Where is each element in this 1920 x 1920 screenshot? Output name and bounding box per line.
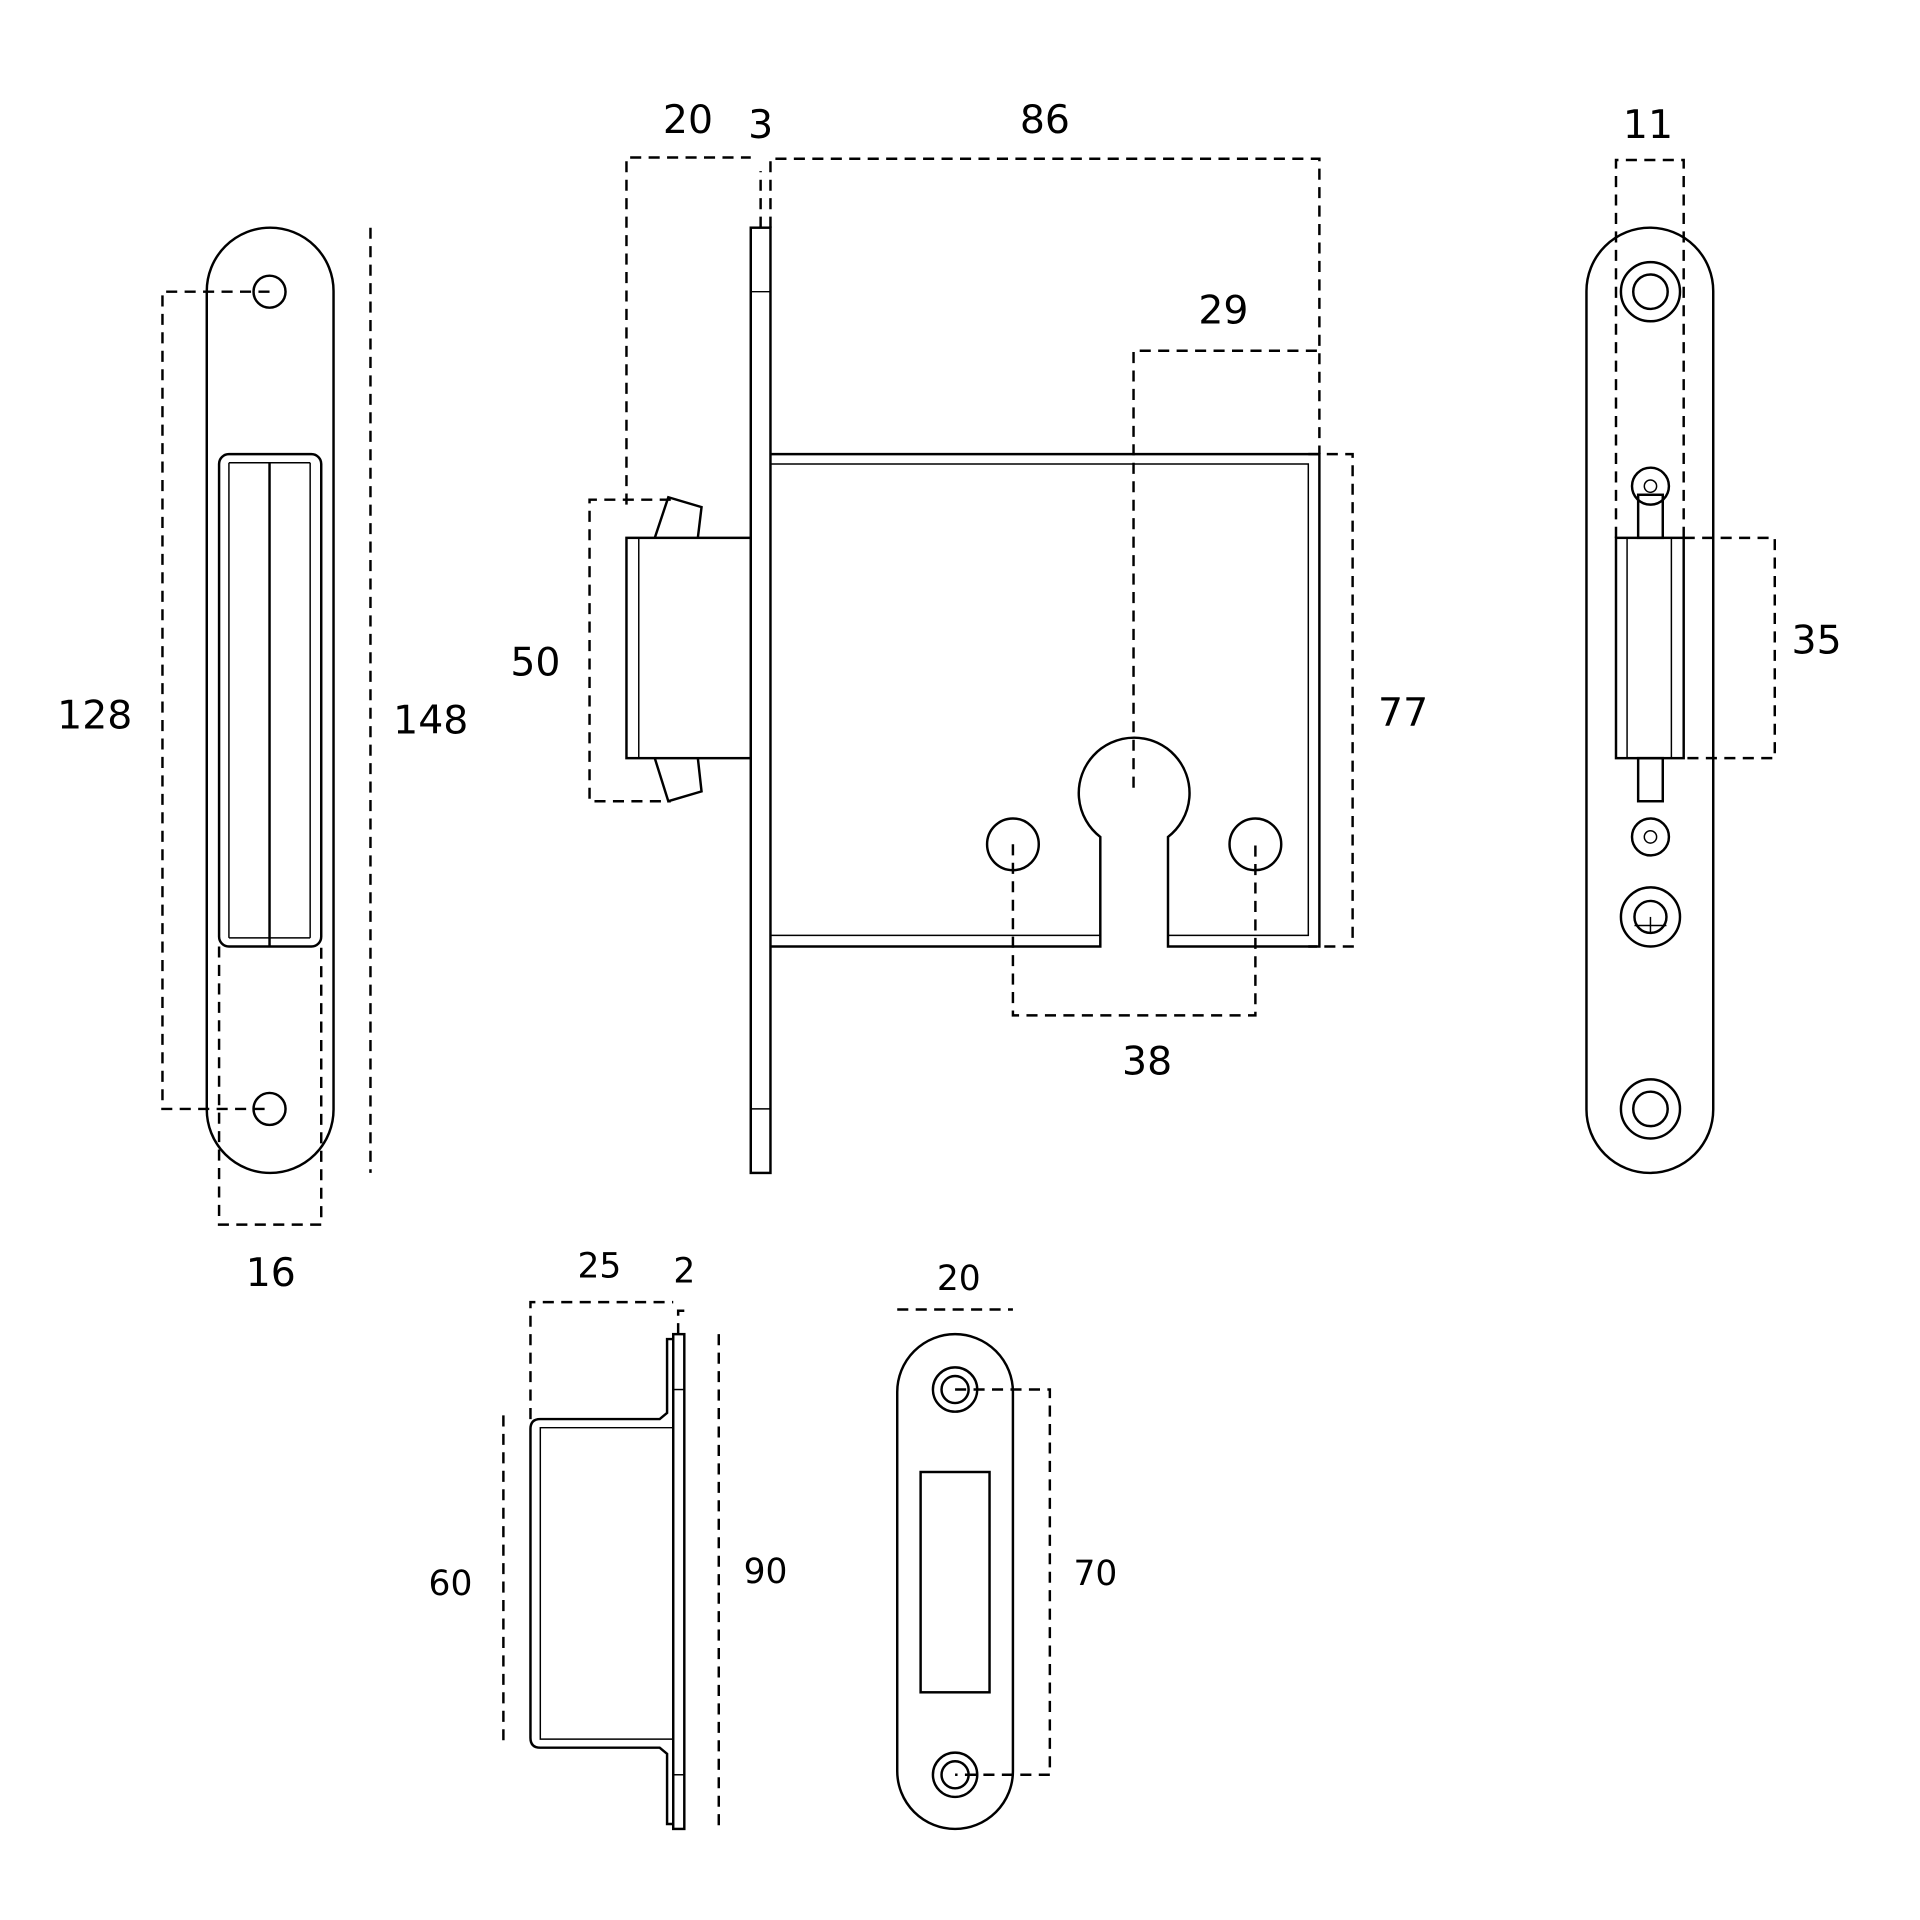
front-view: 11 35 [1585,102,1842,1175]
screw-hole [252,274,287,309]
dim-128: 128 [57,693,132,739]
dim-148: 148 [393,698,468,744]
latch-bolt [625,536,752,760]
dim-35: 35 [1792,618,1842,664]
strike-plate-outline [896,1332,1015,1831]
strike-plate-view: 20 70 [896,1259,1117,1831]
screw-hole [1228,817,1283,872]
latch-face [1614,536,1685,760]
dim-90: 90 [744,1552,788,1592]
dim-60: 60 [429,1564,473,1604]
dim-86: 86 [1020,97,1070,143]
faceplate-outline [205,226,335,1175]
dim-16: 16 [246,1250,296,1296]
dim-20-strike: 20 [937,1259,981,1299]
side-view: 20 3 86 29 50 77 38 [510,97,1428,1175]
dim-29: 29 [1198,288,1248,334]
dim-11: 11 [1623,102,1673,148]
dim-70: 70 [1073,1554,1117,1594]
faceplate-view: 128 148 16 [57,226,468,1296]
dim-3: 3 [748,102,773,148]
dim-50: 50 [510,640,560,686]
lock-body [770,452,1321,948]
dim-20: 20 [663,97,713,143]
dim-2: 2 [673,1251,695,1291]
forend-outline [1585,226,1715,1175]
strike-box [529,1337,674,1826]
strike-box-view: 25 2 60 90 [429,1247,788,1831]
forend-plate [749,226,772,1175]
dim-38: 38 [1122,1038,1172,1084]
strike-plate-edge [672,1332,686,1831]
strike-opening [919,1470,991,1694]
dim-25: 25 [577,1247,621,1287]
dim-77: 77 [1378,690,1428,736]
